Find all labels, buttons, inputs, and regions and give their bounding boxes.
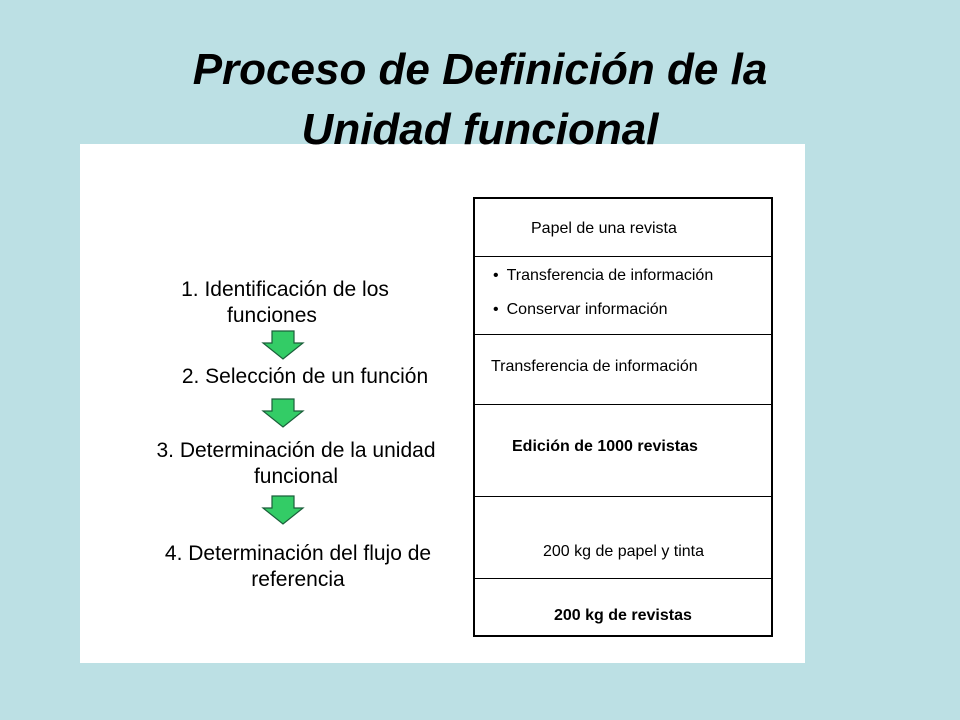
example-row-functions: Transferencia de información Conservar i…: [475, 257, 771, 335]
example-bullet-1: Transferencia de información: [493, 267, 714, 285]
example-row-functional-unit: Edición de 1000 revistas: [475, 405, 771, 497]
down-arrow-icon: [261, 330, 305, 362]
example-row-product: Papel de una revista: [475, 199, 771, 257]
step-1-identification: 1. Identificación de los funciones: [145, 277, 425, 329]
example-row-product-text: Papel de una revista: [531, 220, 677, 237]
example-bullet-2: Conservar información: [493, 301, 668, 319]
slide-title: Proceso de Definición de la Unidad funci…: [0, 40, 960, 160]
example-row-materials-text: 200 kg de papel y tinta: [543, 543, 705, 560]
slide-title-line-1: Proceso de Definición de la: [192, 45, 768, 94]
step-3-line-2: funcional: [253, 465, 339, 488]
step-4-reference-flow: 4. Determinación del flujo de referencia: [130, 541, 466, 593]
down-arrow-icon: [261, 495, 305, 527]
example-row-functional-unit-text: Edición de 1000 revistas: [512, 438, 698, 455]
step-4-line-1: 4. Determinación del flujo de: [164, 542, 432, 565]
step-3-functional-unit: 3. Determinación de la unidad funcional: [128, 438, 464, 490]
step-4-line-2: referencia: [251, 568, 345, 591]
step-2-selection: 2. Selección de un función: [150, 364, 460, 390]
example-row-selected-function: Transferencia de información: [475, 335, 771, 405]
down-arrow-icon: [261, 398, 305, 430]
step-1-line-1: 1. Identificación de los: [181, 278, 389, 301]
example-row-materials: 200 kg de papel y tinta: [475, 497, 771, 579]
step-3-line-1: 3. Determinación de la unidad: [156, 439, 436, 462]
slide-title-line-2: Unidad funcional: [301, 105, 659, 154]
step-2-line-1: 2. Selección de un función: [181, 365, 429, 388]
example-table: Papel de una revista Transferencia de in…: [473, 197, 773, 637]
example-row-reference-flow: 200 kg de revistas: [475, 579, 771, 637]
step-1-line-2: funciones: [227, 304, 317, 327]
example-row-reference-flow-text: 200 kg de revistas: [554, 607, 692, 624]
example-row-selected-function-text: Transferencia de información: [491, 358, 698, 375]
